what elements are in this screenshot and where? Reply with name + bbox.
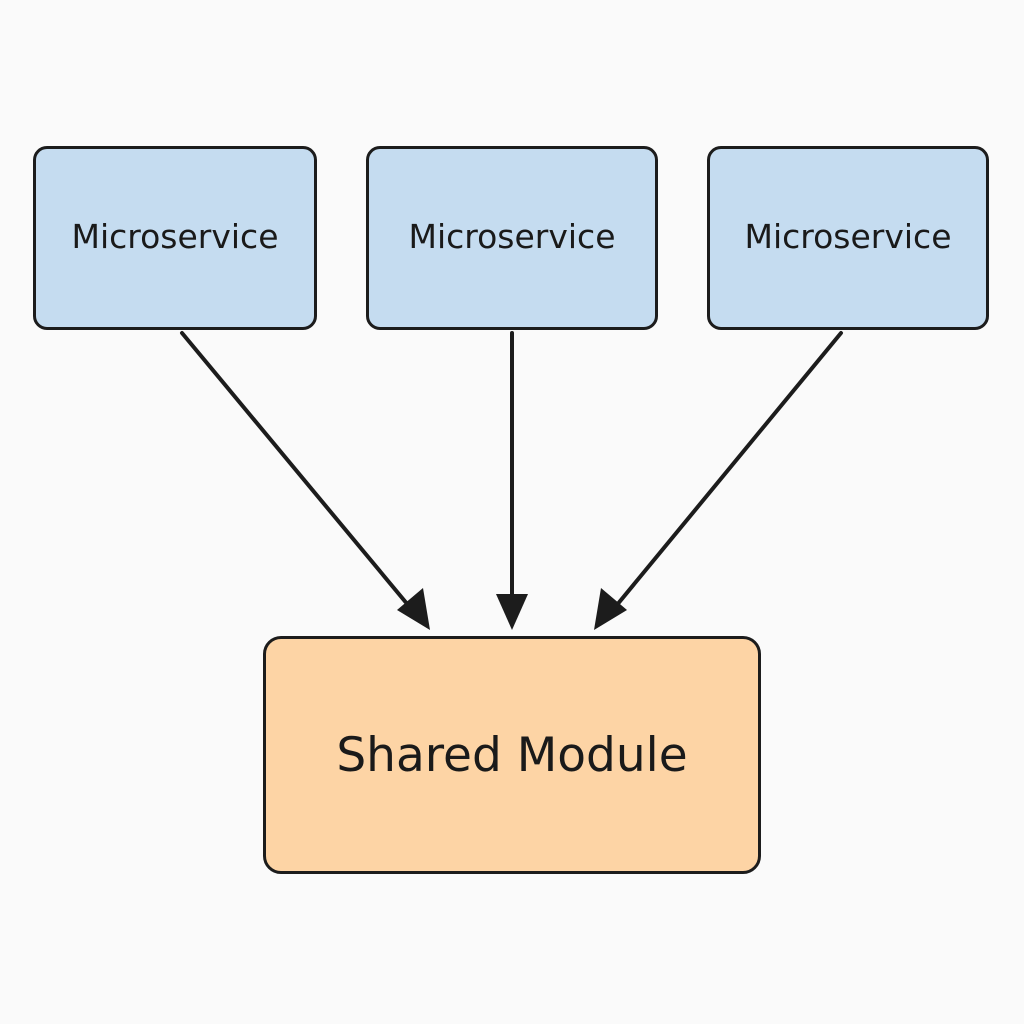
microservice-box-2: Microservice xyxy=(366,146,658,330)
microservice-label-1: Microservice xyxy=(71,216,279,256)
arrow-service-2-to-shared xyxy=(496,331,528,630)
arrow-service-3-to-shared xyxy=(594,331,843,630)
microservice-label-3: Microservice xyxy=(744,216,952,256)
arrow-service-1-to-shared xyxy=(180,331,430,630)
microservice-label-2: Microservice xyxy=(408,216,616,256)
microservice-box-1: Microservice xyxy=(33,146,317,330)
microservice-box-3: Microservice xyxy=(707,146,989,330)
shared-module-box: Shared Module xyxy=(263,636,761,874)
shared-module-label: Shared Module xyxy=(336,727,688,783)
